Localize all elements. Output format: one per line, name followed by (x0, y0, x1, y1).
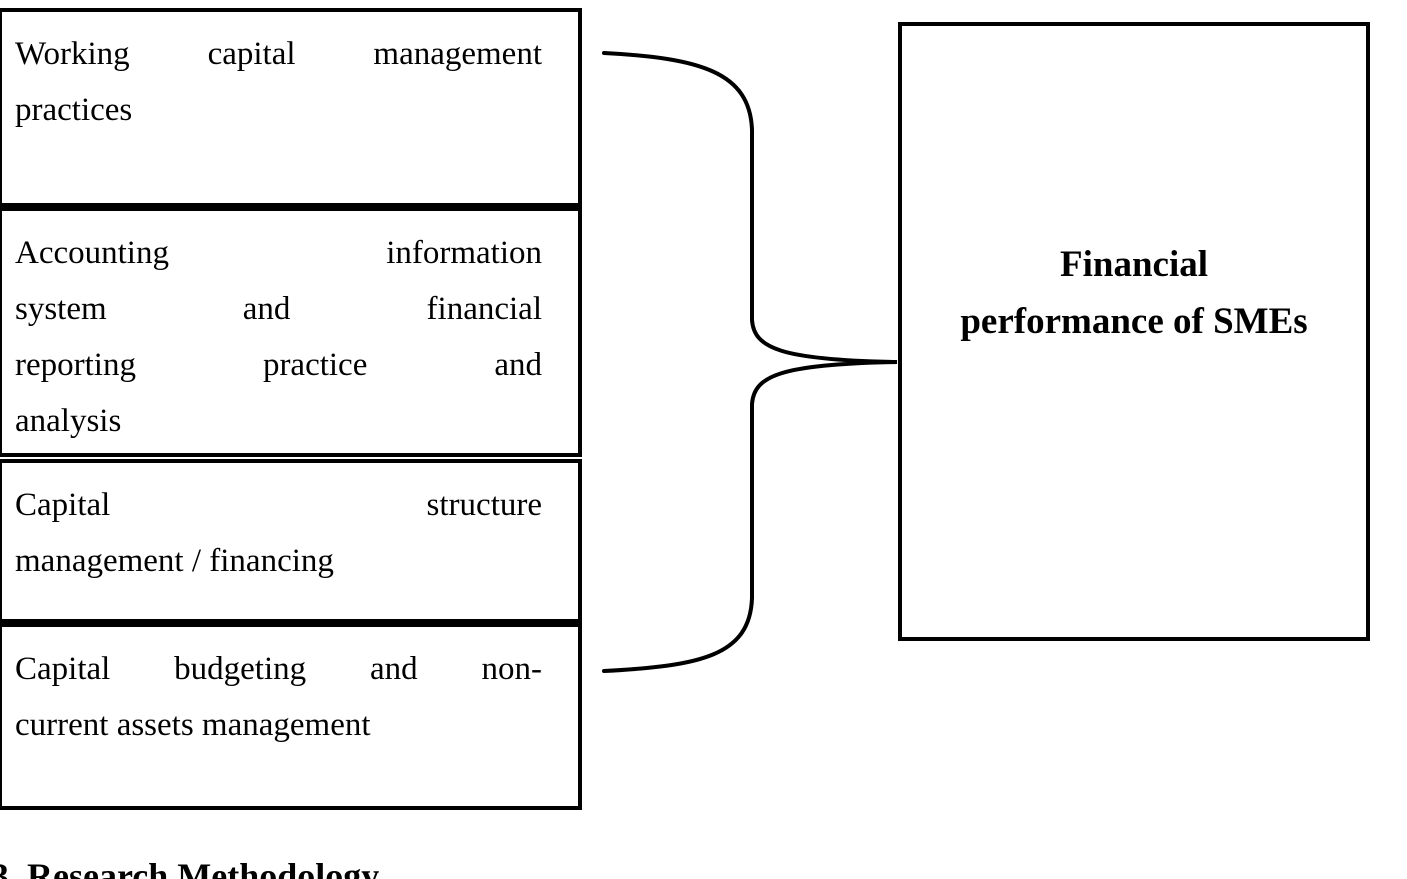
word: Capital (15, 487, 111, 523)
word: non- (481, 651, 542, 687)
brace-path (602, 51, 898, 673)
factor-box-capital-structure: Capital structure management / financing (0, 459, 582, 623)
word: and (494, 347, 542, 383)
factor-box-text-line: Accounting information (15, 225, 542, 281)
word: practice (262, 347, 368, 383)
factor-box-capital-budgeting: Capital budgeting and non-current assets ma… (0, 623, 582, 810)
word: system (15, 291, 107, 327)
factor-box-text-line: management / financing (15, 543, 334, 579)
word: Capital (15, 651, 111, 687)
factor-box-text-line: Capital structure (15, 477, 542, 533)
word: financial (426, 291, 542, 327)
factor-box-text-line: reporting practice and (15, 337, 542, 393)
section-heading: 3. Research Methodology (0, 856, 380, 879)
word: information (386, 235, 542, 271)
factor-box-working-capital: Working capital management practices (0, 8, 582, 207)
factor-box-text-line: analysis (15, 403, 122, 439)
outcome-box-line2: performance of SMEs (960, 300, 1308, 342)
outcome-box-label: Financial performance of SMEs (960, 236, 1307, 350)
factor-box-text-line: practices (15, 92, 133, 128)
factor-box-accounting-information: Accounting information system and financial r… (0, 207, 582, 457)
factor-box-text-line: Working capital management (15, 26, 542, 82)
word: structure (426, 487, 542, 523)
factor-box-text-line: system and financial (15, 281, 542, 337)
outcome-box-line1: Financial (1059, 243, 1209, 285)
word: reporting (15, 347, 136, 383)
word: Accounting (15, 235, 169, 271)
outcome-box: Financial performance of SMEs (898, 22, 1370, 641)
factor-box-text-line: Capital budgeting and non- (15, 641, 542, 697)
word: management (373, 36, 542, 72)
word: capital (207, 36, 296, 72)
word: and (369, 651, 418, 687)
word: and (242, 291, 291, 327)
word: Working (15, 36, 130, 72)
word: budgeting (174, 651, 307, 687)
factor-box-text-line: current assets management (15, 707, 371, 743)
